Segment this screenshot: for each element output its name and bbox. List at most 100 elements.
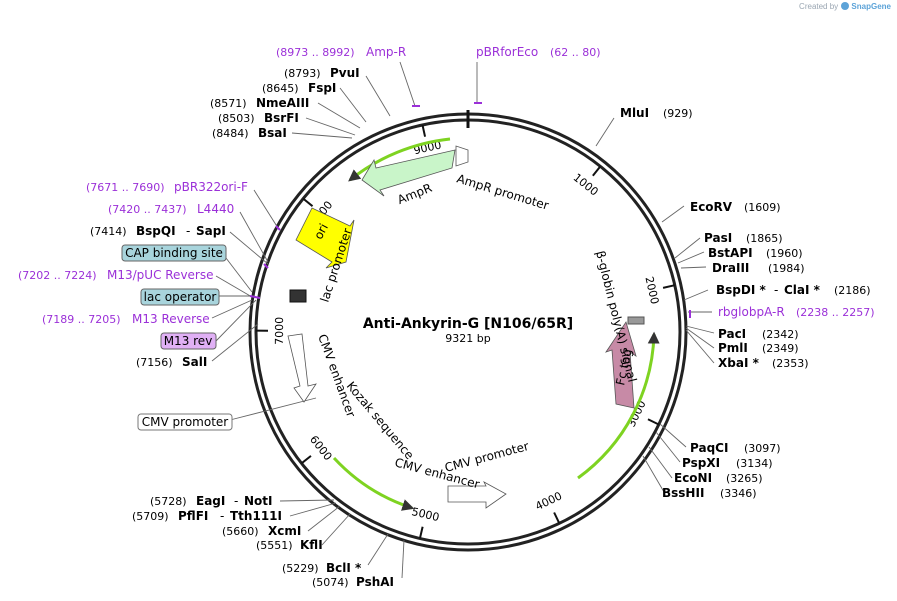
enzyme-pos: (5728) — [150, 495, 187, 508]
primer-mark-l4440 — [263, 263, 269, 269]
enzyme-pos: (2186) — [834, 284, 871, 297]
primer-name: Amp-R — [366, 45, 406, 59]
primer-l4440[interactable]: (7420 .. 7437) L4440 — [108, 202, 234, 216]
tick-mark — [647, 418, 660, 426]
enzyme-bsrfi[interactable]: (8503) BsrFI — [218, 111, 299, 125]
enzyme-pos: (5229) — [282, 562, 319, 575]
primer-rbglobpa-r[interactable]: rbglobpA-R (2238 .. 2257) — [689, 305, 875, 319]
enzyme-bsai[interactable]: (8484) BsaI — [212, 126, 287, 140]
enzyme-name: BspDI * — [716, 283, 766, 297]
primer-amp-r[interactable]: (8973 .. 8992) Amp-R — [276, 45, 420, 107]
feature-lac-operator[interactable]: lac operator — [140, 288, 220, 306]
enzyme-bstapi[interactable]: BstAPI (1960) — [708, 246, 803, 260]
enzyme-pspxi[interactable]: PspXI (3134) — [682, 456, 773, 470]
enzyme-name-2: NotI — [244, 494, 273, 508]
enzyme-econi[interactable]: EcoNI (3265) — [674, 471, 763, 485]
enzyme-pos: (3097) — [744, 442, 781, 455]
enzyme-pos: (5074) — [312, 576, 349, 589]
leader-econi — [648, 446, 673, 479]
enzyme-bspdi-clai[interactable]: BspDI * - ClaI * (2186) — [716, 283, 871, 297]
enzyme-pos: (8645) — [262, 82, 299, 95]
leader-m13rev — [215, 299, 257, 342]
feature-fc-tag[interactable]: Fc tag — [605, 316, 645, 409]
enzyme-paqci[interactable]: PaqCI (3097) — [690, 441, 781, 455]
enzyme-xbai[interactable]: XbaI * (2353) — [718, 356, 809, 370]
enzyme-pos: (7414) — [90, 225, 127, 238]
primer-range: (8973 .. 8992) — [276, 46, 355, 59]
enzyme-draiii[interactable]: DraIII (1984) — [712, 261, 805, 275]
enzyme-paci[interactable]: PacI (2342) — [718, 327, 799, 341]
enzyme-mlui[interactable]: MluI (929) — [620, 106, 693, 120]
enzyme-pasi[interactable]: PasI (1865) — [704, 231, 783, 245]
leader-bspdi — [683, 289, 709, 301]
enzyme-nmeaiii[interactable]: (8571) NmeAIII — [210, 96, 309, 110]
ampr-band — [348, 137, 451, 182]
site-leader-lines — [211, 61, 715, 579]
tick-mark — [421, 124, 427, 137]
tick-label: 2000 — [642, 275, 661, 305]
tick-mark — [418, 526, 424, 539]
enzyme-name: XbaI * — [718, 356, 760, 370]
cmv-enh1-arrow — [287, 333, 317, 403]
enzyme-separator: - — [774, 283, 778, 297]
enzyme-pos: (8793) — [284, 67, 321, 80]
tick-mark — [592, 165, 602, 177]
leader-bsai — [291, 132, 353, 139]
feature-fc-band[interactable] — [577, 331, 660, 480]
feature-kozak[interactable]: Kozak sequence — [344, 379, 417, 462]
enzyme-bspqi-sapi[interactable]: (7414) BspQI - SapI — [90, 224, 226, 238]
fc-band — [577, 331, 660, 480]
tick-mark — [553, 512, 561, 524]
leader-m13rev-primer — [211, 299, 253, 319]
enzyme-fspi[interactable]: (8645) FspI — [262, 81, 336, 95]
leader-xbai — [685, 329, 715, 364]
feature-m13-rev[interactable]: M13 rev — [160, 332, 217, 350]
enzyme-name: NmeAIII — [256, 96, 309, 110]
enzyme-pos: (8484) — [212, 127, 249, 140]
leader-xcmi — [307, 505, 341, 532]
enzyme-name: MluI — [620, 106, 649, 120]
enzyme-pos: (8503) — [218, 112, 255, 125]
tick-label: 7000 — [273, 317, 286, 345]
enzyme-name: BsaI — [258, 126, 287, 140]
enzyme-pflfi-tth111i[interactable]: (5709) PflFI - Tth111I — [132, 509, 282, 523]
enzyme-xcmi[interactable]: (5660) XcmI — [222, 524, 301, 538]
leader-pvui — [365, 75, 391, 117]
leader-pasi — [674, 237, 701, 259]
primer-name: M13/pUC Reverse — [107, 268, 214, 282]
ampr-arrow — [361, 149, 456, 197]
ampr-promoter-arrow — [455, 145, 469, 167]
enzyme-name: XcmI — [268, 524, 301, 538]
enzyme-pos: (2353) — [772, 357, 809, 370]
enzyme-pvui[interactable]: (8793) PvuI — [284, 66, 360, 80]
enzyme-bsshii[interactable]: BssHII (3346) — [662, 486, 757, 500]
feature-ori[interactable]: ori — [295, 207, 355, 269]
feature-cap-binding-site[interactable]: CAP binding site — [121, 244, 227, 262]
primer-name: pBR322ori-F — [174, 180, 248, 194]
enzyme-sali[interactable]: (7156) SalI — [136, 355, 207, 369]
enzyme-ecorv[interactable]: EcoRV (1609) — [690, 200, 781, 214]
primer-m13-puc-reverse[interactable]: (7202 .. 7224) M13/pUC Reverse — [18, 268, 214, 282]
enzyme-kfli[interactable]: (5551) KflI — [256, 538, 323, 552]
enzyme-eagi-noti[interactable]: (5728) EagI - NotI — [150, 494, 273, 508]
feature-cmv-enhancer-1[interactable]: CMV enhancer — [287, 332, 358, 419]
enzyme-bcli[interactable]: (5229) BclI * — [282, 561, 362, 575]
leader-nmeaiii — [317, 102, 361, 129]
enzyme-pos: (3265) — [726, 472, 763, 485]
cmvprom-label: CMV promoter — [142, 415, 229, 429]
primer-pbrforeco[interactable]: pBRforEco (62 .. 80) — [474, 45, 601, 104]
enzyme-name-2: SapI — [196, 224, 226, 238]
feature-cmv-band[interactable] — [332, 456, 415, 511]
enzyme-pmli[interactable]: PmlI (2349) — [718, 341, 799, 355]
enzyme-pshai[interactable]: (5074) PshAI — [312, 575, 394, 589]
enzyme-name: PasI — [704, 231, 732, 245]
enzyme-name: EcoNI — [674, 471, 712, 485]
feature-ampr-promoter[interactable]: AmpR promoter — [455, 145, 550, 213]
leader-pbr322ori — [253, 189, 279, 229]
leader-ecorv — [661, 205, 685, 223]
feature-cmv-promoter[interactable]: CMV promoter — [137, 413, 233, 431]
primer-name: M13 Reverse — [132, 312, 210, 326]
enzyme-pos: (2349) — [762, 342, 799, 355]
primer-m13-reverse[interactable]: (7189 .. 7205) M13 Reverse — [42, 312, 210, 326]
primer-pbr322ori-f[interactable]: (7671 .. 7690) pBR322ori-F — [86, 180, 248, 194]
